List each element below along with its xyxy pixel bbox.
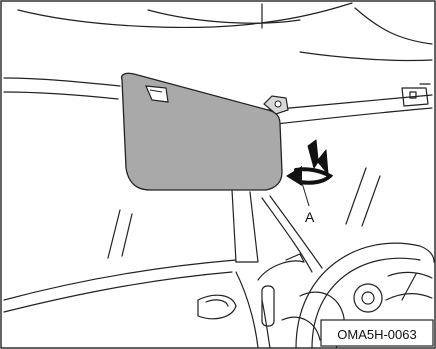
label-a: A [305,209,315,225]
figure-code: OMA5H-0063 [337,327,416,342]
